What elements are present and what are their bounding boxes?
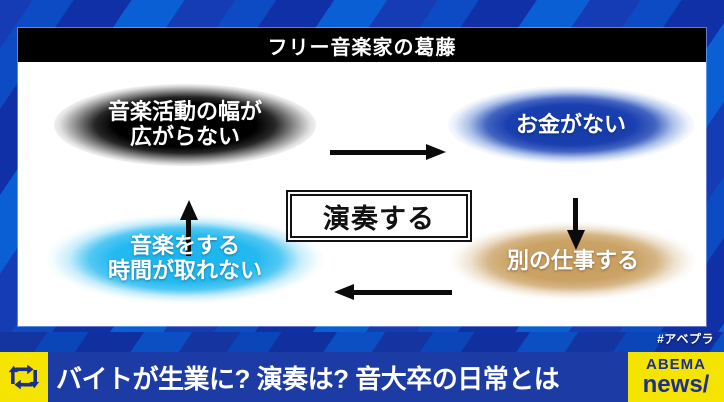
- refresh-cycle-icon: [0, 352, 48, 402]
- arrow-left-shaft: [352, 290, 452, 295]
- abema-news-logo: ABEMA news/: [628, 352, 724, 402]
- arrow-right-shaft: [330, 150, 430, 155]
- node-no-money-line1: お金がない: [515, 111, 626, 137]
- card-title: フリー音楽家の葛藤: [18, 28, 706, 62]
- news-logo-text: news/: [642, 371, 710, 398]
- arrow-left-head: [334, 284, 354, 300]
- cycle-diagram: 音楽活動の幅が 広がらない お金がない 別の仕事する 音楽をする: [18, 62, 706, 326]
- arrow-down-shaft: [573, 198, 578, 234]
- arrow-up-head: [180, 200, 198, 220]
- arrow-up-shaft: [186, 216, 191, 256]
- node-no-time: 音楽をする 時間が取れない: [46, 214, 324, 304]
- arrow-right-icon: [330, 144, 448, 160]
- bottom-ticker: バイトが生業に? 演奏は? 音大卒の日常とは ABEMA news/: [0, 352, 724, 402]
- arrow-down-head: [567, 230, 585, 250]
- abema-logo-text: ABEMA: [646, 356, 706, 373]
- info-card: フリー音楽家の葛藤 音楽活動の幅が 広がらない お金がない 別の仕事する: [18, 28, 706, 326]
- hashtag-label: #アベプラ: [657, 332, 714, 346]
- center-label-box: 演奏する: [286, 190, 472, 242]
- node-music-activity: 音楽活動の幅が 広がらない: [54, 84, 316, 166]
- node-no-time-line2: 時間が取れない: [107, 258, 262, 283]
- arrow-right-head: [426, 144, 446, 160]
- node-music-activity-line2: 広がらない: [129, 124, 240, 149]
- arrow-up-icon: [180, 200, 198, 256]
- node-no-time-line1: 音楽をする: [129, 233, 240, 259]
- ticker-headline: バイトが生業に? 演奏は? 音大卒の日常とは: [48, 352, 628, 402]
- arrow-down-icon: [567, 198, 585, 250]
- arrow-left-icon: [334, 284, 452, 300]
- node-other-job-line1: 別の仕事する: [506, 247, 639, 273]
- node-no-money: お金がない: [448, 86, 694, 164]
- node-music-activity-line1: 音楽活動の幅が: [107, 99, 262, 125]
